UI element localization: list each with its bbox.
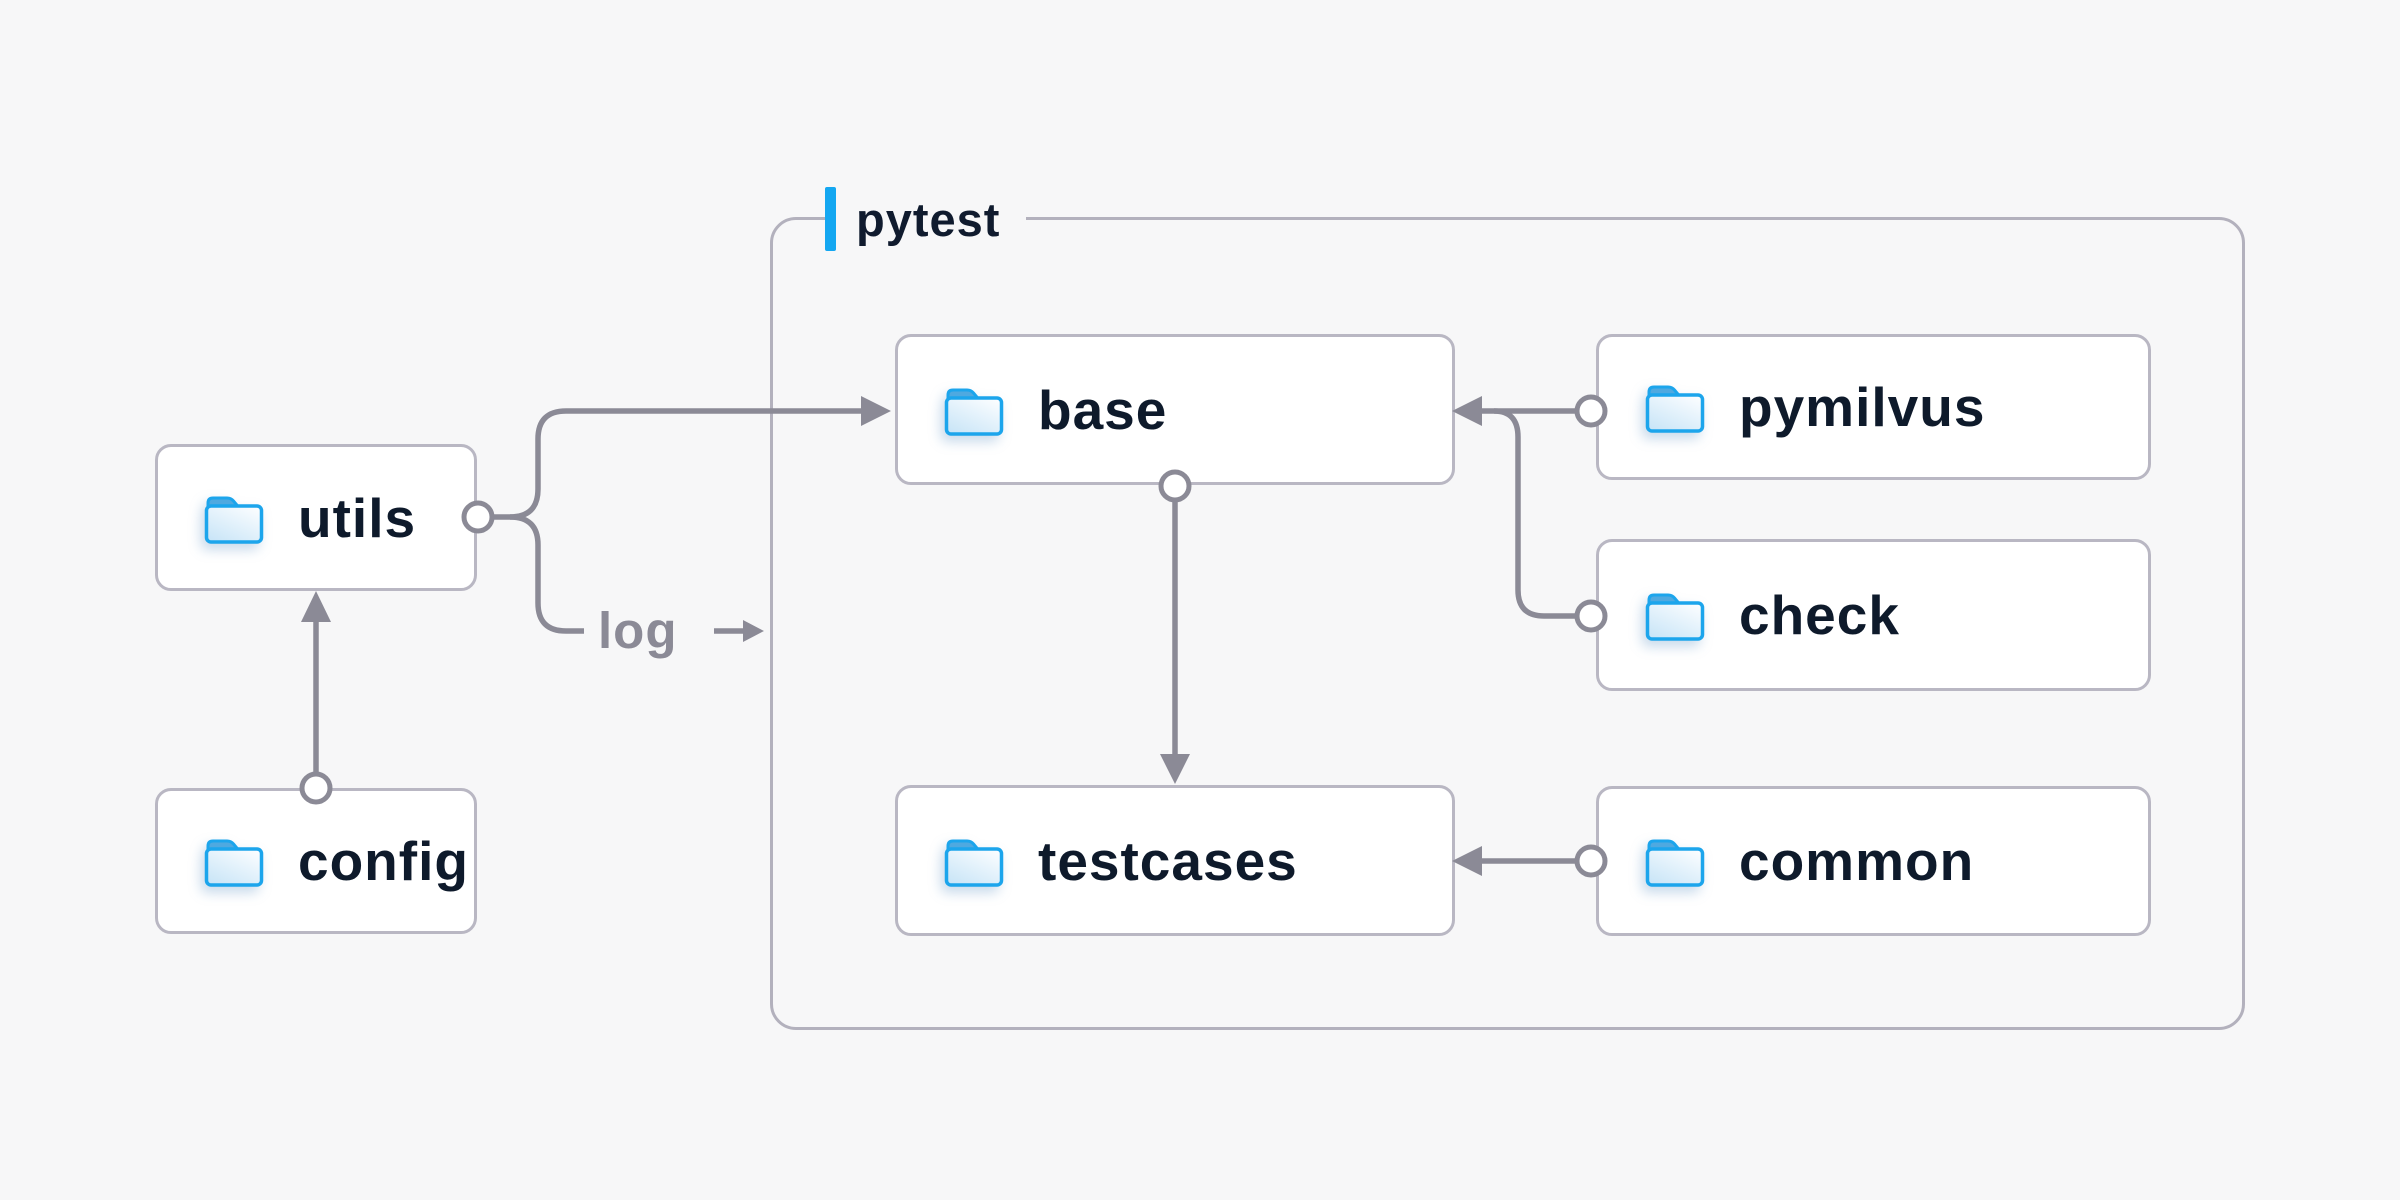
- arrowhead-log-icon: [743, 620, 764, 642]
- node-utils: utils: [155, 444, 477, 591]
- node-label-utils: utils: [298, 486, 417, 549]
- folder-icon: [1645, 385, 1705, 433]
- node-label-config: config: [298, 830, 469, 892]
- pytest-group-label: pytest: [825, 186, 1027, 252]
- node-pymilvus: pymilvus: [1596, 334, 2151, 480]
- node-config: config: [155, 788, 477, 934]
- node-label-pymilvus: pymilvus: [1739, 376, 1986, 438]
- accent-bar-icon: [825, 187, 836, 251]
- edge-utils-log: [509, 514, 584, 634]
- folder-icon: [944, 388, 1004, 436]
- edge-label-log: log: [598, 602, 678, 659]
- node-testcases: testcases: [895, 785, 1455, 936]
- node-check: check: [1596, 539, 2151, 691]
- node-label-testcases: testcases: [1038, 829, 1298, 892]
- arrowhead-config-utils-icon: [301, 591, 331, 622]
- node-common: common: [1596, 786, 2151, 936]
- node-label-check: check: [1739, 584, 1900, 646]
- folder-icon: [204, 496, 264, 544]
- folder-icon: [204, 839, 264, 887]
- folder-icon: [1645, 839, 1705, 887]
- folder-icon: [944, 839, 1004, 887]
- folder-icon: [1645, 593, 1705, 641]
- node-label-common: common: [1739, 830, 1975, 892]
- node-base: base: [895, 334, 1455, 485]
- node-label-base: base: [1038, 378, 1168, 441]
- pytest-group: pytest: [770, 186, 2245, 1030]
- group-label-text: pytest: [856, 192, 1001, 246]
